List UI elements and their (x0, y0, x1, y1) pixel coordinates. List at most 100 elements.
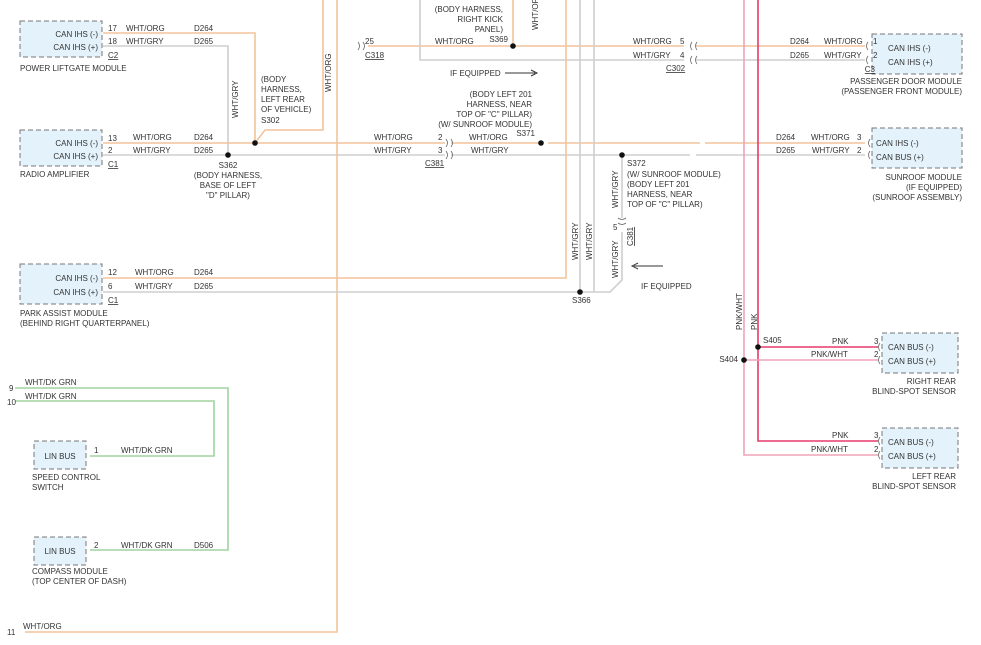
splice-s366-dot (577, 289, 583, 295)
park-c2: WHT/GRY (135, 282, 173, 291)
s371-id: S371 (516, 129, 535, 138)
bus-wht-org-2: WHT/ORG (469, 133, 508, 142)
wires (15, 0, 878, 633)
compass-p: 2 (94, 541, 99, 550)
s369-l2: RIGHT KICK (457, 15, 503, 24)
wire-pnkwht-left (743, 0, 878, 456)
c302-symbol (690, 41, 698, 65)
s405-id: S405 (763, 336, 782, 345)
c302-wire-gry: WHT/GRY (633, 51, 671, 60)
radio-amp-box (19, 129, 103, 167)
s371-l1: (BODY LEFT 201 (470, 90, 533, 99)
door-pins (866, 41, 869, 65)
right-bss-box (881, 332, 959, 374)
sunroof-sub2: (SUNROOF ASSEMBLY) (872, 193, 962, 202)
radio-p1: 13 (108, 134, 117, 143)
wire-pnk-left (757, 0, 878, 442)
rbss-p2: 2 (874, 350, 879, 359)
sunroof-p2: 2 (857, 146, 862, 155)
door-connector: C3 (865, 65, 876, 74)
park-pin1: CAN IHS (-) (55, 274, 98, 283)
wire-s372-down (580, 157, 623, 293)
module-boxes (19, 20, 963, 566)
door-p1: 1 (873, 37, 878, 46)
sunroof-ckt1: D264 (776, 133, 796, 142)
connector-symbols (357, 41, 881, 460)
arrow-right-icon (505, 69, 539, 77)
vert-wht-gry-592: WHT/GRY (585, 222, 594, 260)
sunroof-ckt2: D265 (776, 146, 796, 155)
s371-l3: TOP OF "C" PILLAR) (456, 110, 532, 119)
radio-ckt1: D264 (194, 133, 214, 142)
c381-pin3: 3 (438, 146, 443, 155)
s369-id: S369 (489, 35, 508, 44)
liftgate-ckt1: D264 (194, 24, 214, 33)
liftgate-pin2: CAN IHS (+) (53, 43, 98, 52)
door-c1: WHT/ORG (824, 37, 863, 46)
c381v-pin: 5 (613, 223, 618, 232)
park-ckt1: D264 (194, 268, 214, 277)
c318-pin: 25 (365, 37, 374, 46)
park-connector: C1 (108, 296, 119, 305)
left-pin11: 11 (7, 628, 16, 637)
lbss-pin2: CAN BUS (+) (888, 452, 936, 461)
lbss-pin1: CAN BUS (-) (888, 438, 934, 447)
left-pin9: 9 (9, 384, 14, 393)
bus-wht-org-1: WHT/ORG (374, 133, 413, 142)
s372-l4: TOP OF "C" PILLAR) (627, 200, 703, 209)
s372-l1: (W/ SUNROOF MODULE) (627, 170, 721, 179)
wire-10-wht-dk-grn (15, 400, 215, 457)
vert-wht-org-331: WHT/ORG (324, 53, 333, 92)
rbss-name2: BLIND-SPOT SENSOR (872, 387, 956, 396)
c302-pin5: 5 (680, 37, 685, 46)
splice-s404-dot (741, 357, 747, 363)
rbss-c2: PNK/WHT (811, 350, 848, 359)
lbss-c1: PNK (832, 431, 849, 440)
sunroof-pin1: CAN IHS (-) (876, 139, 919, 148)
radio-ckt2: D265 (194, 146, 214, 155)
radio-connector: C1 (108, 160, 119, 169)
s302-l3: LEFT REAR (261, 95, 305, 104)
park-pin2: CAN IHS (+) (53, 288, 98, 297)
rbss-pins (878, 342, 881, 365)
lbss-name2: BLIND-SPOT SENSOR (872, 482, 956, 491)
speed-name1: SPEED CONTROL (32, 473, 101, 482)
sunroof-sub1: (IF EQUIPPED) (906, 183, 962, 192)
s369-l1: (BODY HARNESS, (435, 5, 503, 14)
splice-s362-dot (225, 152, 231, 158)
left-pin10: 10 (7, 398, 16, 407)
liftgate-p2: 18 (108, 37, 117, 46)
park-assist-box (19, 263, 103, 305)
rbss-p1: 3 (874, 337, 879, 346)
splice-s405-dot (755, 344, 761, 350)
wire-11-wht-org (25, 0, 338, 633)
park-p2: 6 (108, 282, 113, 291)
speed-name2: SWITCH (32, 483, 64, 492)
compass-c: WHT/DK GRN (121, 541, 173, 550)
door-pin1: CAN IHS (-) (888, 44, 931, 53)
liftgate-name: POWER LIFTGATE MODULE (20, 64, 127, 73)
compass-sub: (TOP CENTER OF DASH) (32, 577, 127, 586)
s371-l4: (W/ SUNROOF MODULE) (438, 120, 532, 129)
sunroof-c1: WHT/ORG (811, 133, 850, 142)
liftgate-ckt2: D265 (194, 37, 214, 46)
s362-l2: BASE OF LEFT (200, 181, 257, 190)
door-p2: 2 (873, 51, 878, 60)
power-liftgate-box (19, 20, 103, 58)
door-ckt2: D265 (790, 51, 810, 60)
c302-wire-org: WHT/ORG (633, 37, 672, 46)
passenger-door-box (871, 33, 963, 75)
sunroof-pins (868, 138, 871, 160)
liftgate-p1: 17 (108, 24, 117, 33)
if-equipped-1: IF EQUIPPED (450, 69, 501, 78)
wire-park-wht-org (103, 0, 567, 279)
radio-c1: WHT/ORG (133, 133, 172, 142)
compass-pin: LIN BUS (44, 547, 75, 556)
sunroof-box (871, 127, 963, 169)
c318-label: C318 (365, 51, 385, 60)
c318-symbol (357, 41, 365, 51)
splice-s371-dot (538, 140, 544, 146)
compass-ckt: D506 (194, 541, 214, 550)
door-pin2: CAN IHS (+) (888, 58, 933, 67)
